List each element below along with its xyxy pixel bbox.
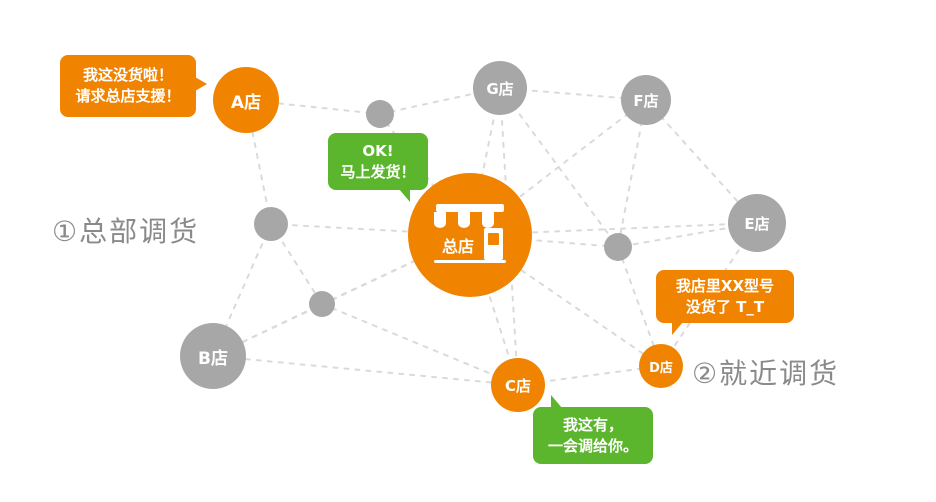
bubble-line: 一会调给你。: [547, 436, 638, 455]
store-node-c: C店: [491, 358, 545, 412]
store-label-g: G店: [486, 79, 514, 98]
bubble-tail: [672, 322, 683, 335]
bubble-line: 我这有，: [562, 415, 623, 434]
network-dot: [254, 207, 288, 241]
speech-bubble-store-a: 我这没货啦！ 请求总店支援！: [60, 55, 207, 117]
store-label-e: E店: [744, 214, 770, 233]
network-dot: [366, 100, 394, 128]
store-node-g: G店: [473, 61, 527, 115]
bubble-tail: [195, 77, 207, 91]
bubble-line: 请求总店支援！: [75, 87, 181, 105]
speech-bubble-store-c: 我这有， 一会调给你。: [533, 395, 653, 464]
network-dot: [604, 233, 632, 261]
headquarters-node: 总店: [408, 173, 532, 297]
storefront-icon: 总店: [408, 173, 532, 297]
store-node-a: A店: [213, 67, 279, 133]
store-label-c: C店: [504, 376, 531, 395]
bubble-line: 我这没货啦！: [82, 66, 173, 84]
store-label-b: B店: [198, 348, 228, 369]
store-label-a: A店: [230, 92, 262, 113]
bubble-line: 马上发货！: [340, 162, 416, 181]
store-node-b: B店: [180, 323, 246, 389]
bubble-line: 我店里XX型号: [675, 276, 775, 295]
heading-nearby-transfer: ②就近调货: [692, 357, 840, 390]
bubble-line: OK!: [362, 141, 394, 160]
speech-bubble-headquarters: OK! 马上发货！: [328, 133, 428, 202]
store-node-d: D店: [639, 344, 683, 388]
store-label-d: D店: [649, 360, 673, 376]
store-node-e: E店: [728, 194, 786, 252]
network-dot: [309, 291, 335, 317]
bubble-tail: [551, 395, 562, 408]
store-label-f: F店: [633, 91, 659, 110]
speech-bubble-store-d: 我店里XX型号 没货了 T_T: [656, 270, 794, 335]
heading-hq-transfer: ①总部调货: [52, 215, 200, 248]
headquarters-label: 总店: [442, 237, 474, 256]
store-node-f: F店: [621, 75, 671, 125]
bubble-line: 没货了 T_T: [685, 297, 765, 316]
bubble-tail: [399, 189, 410, 202]
